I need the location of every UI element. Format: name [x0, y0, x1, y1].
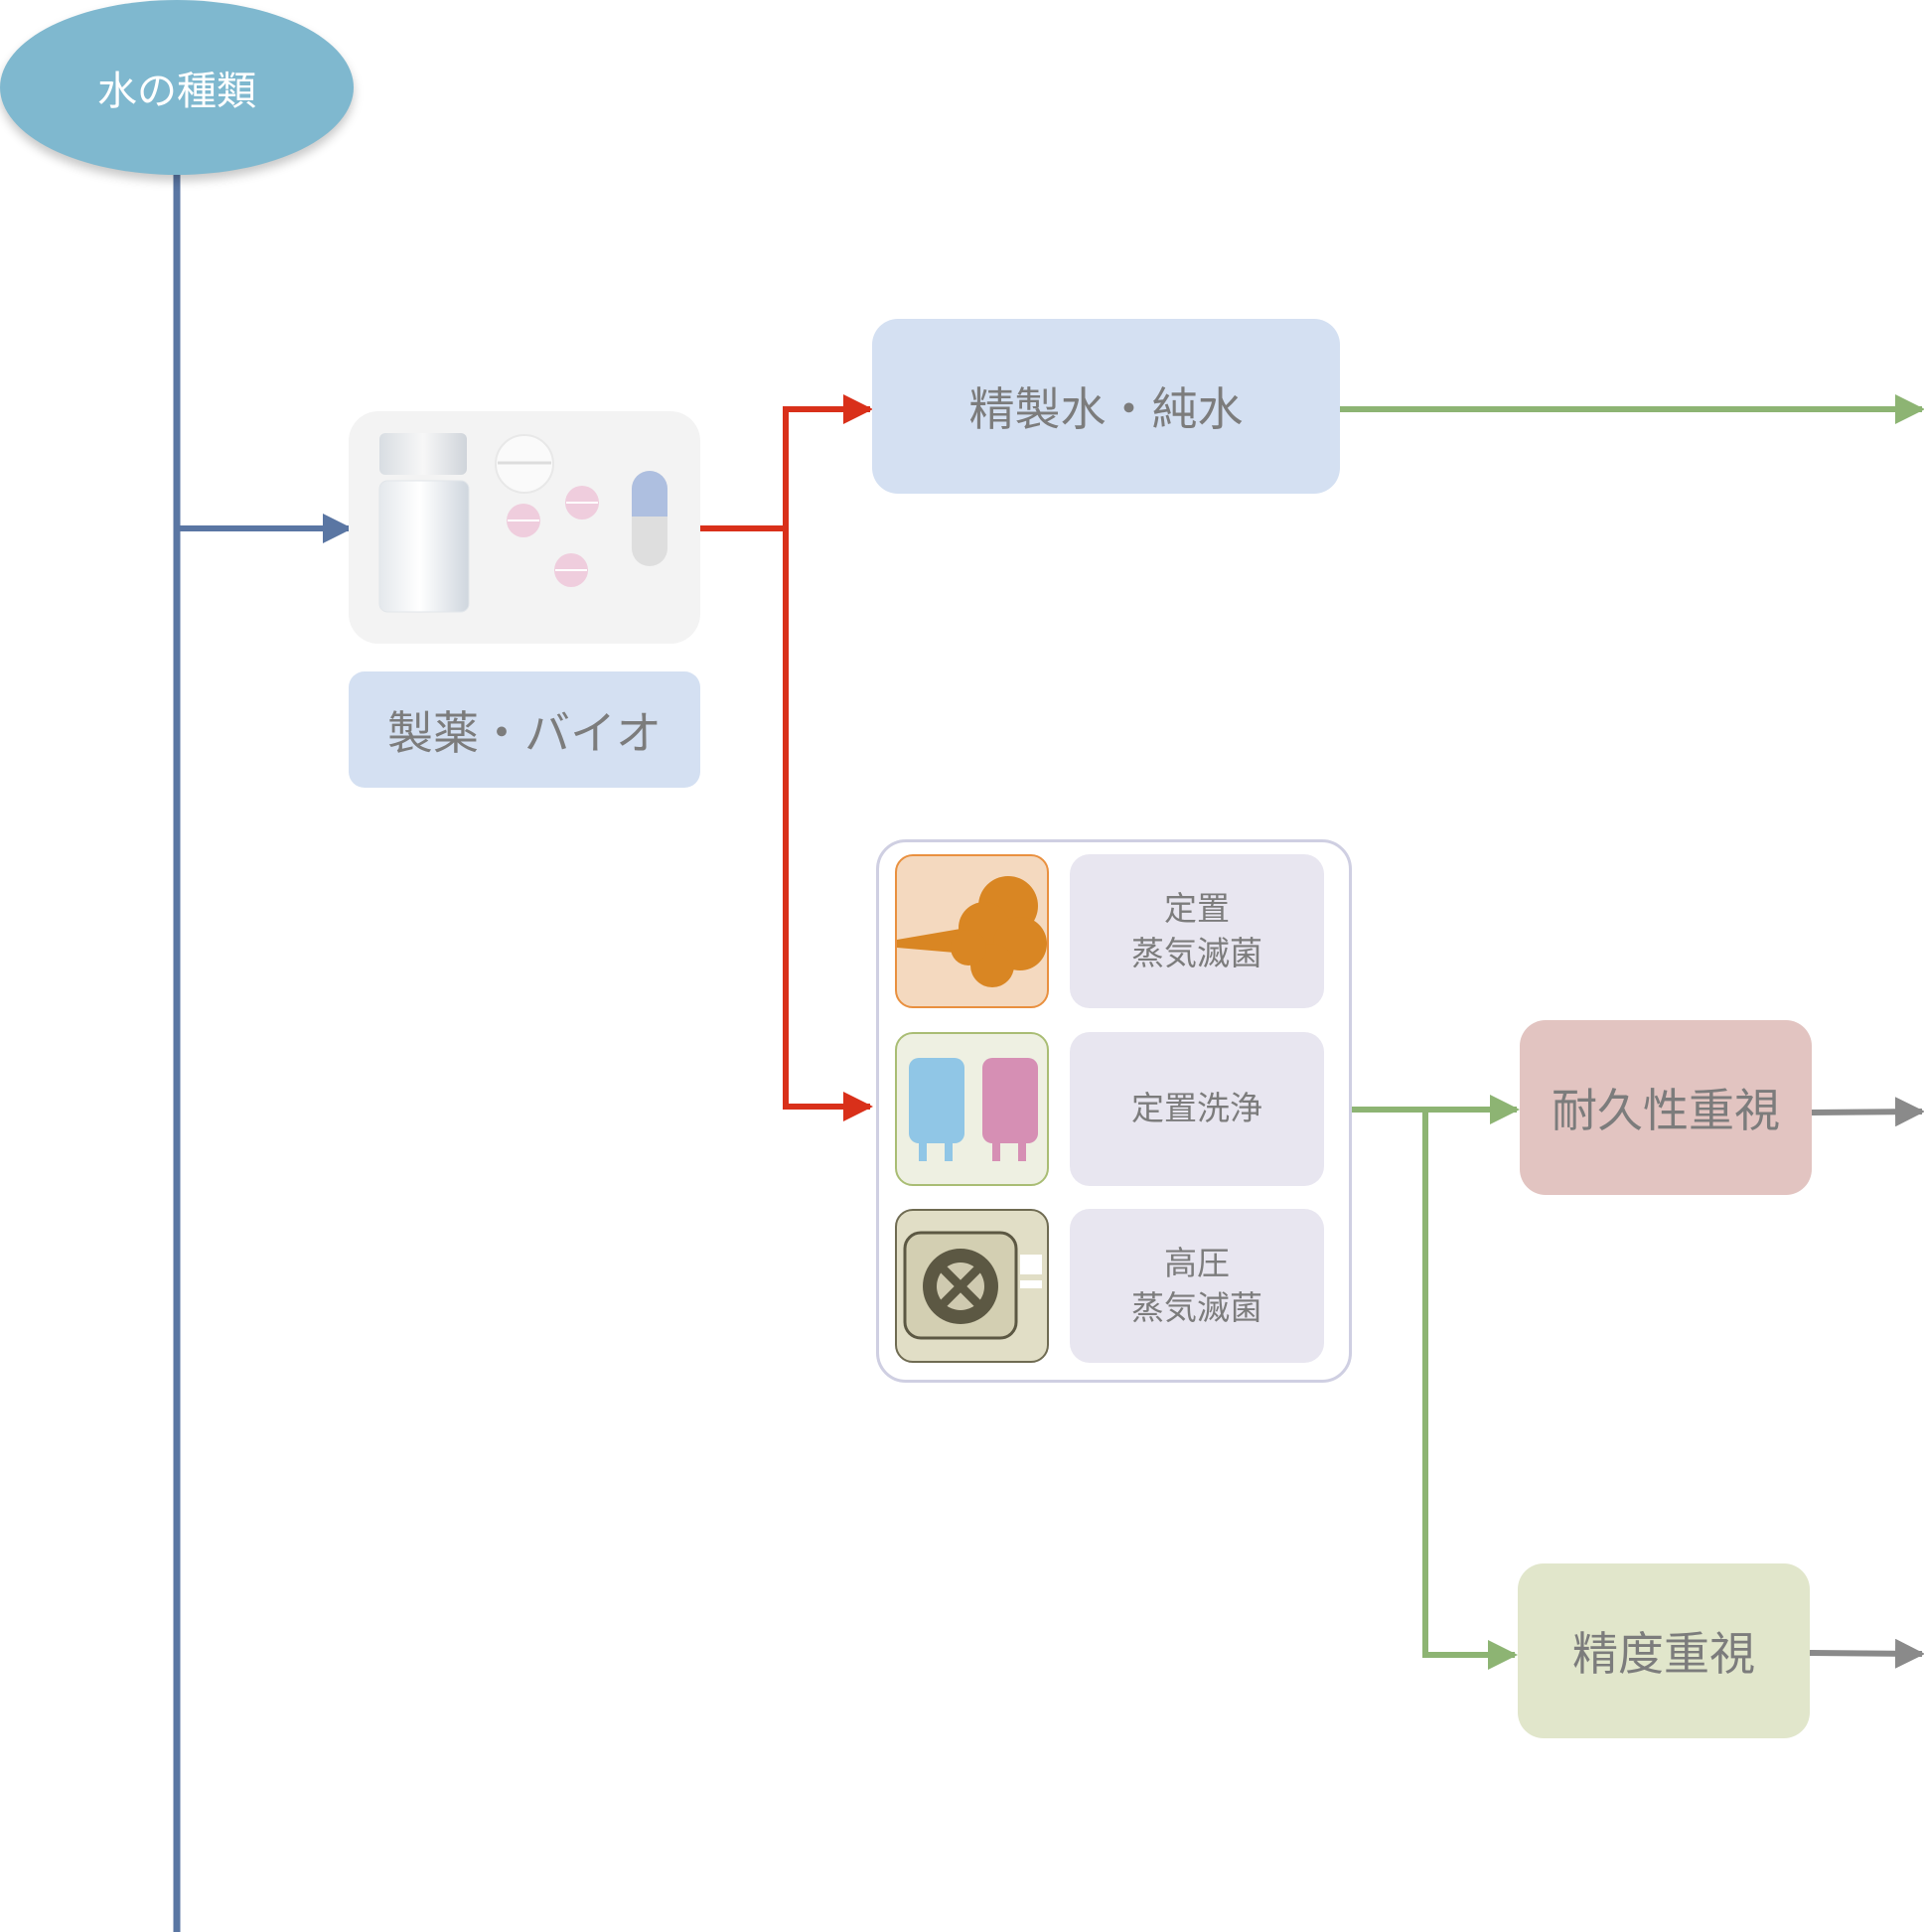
process-item-sip: 定置 蒸気滅菌	[1070, 854, 1324, 1008]
pure-water-node: 精製水・純水	[872, 319, 1340, 494]
durability-node: 耐久性重視	[1520, 1020, 1812, 1195]
root-node: 水の種類	[0, 0, 354, 175]
industry-label: 製薬・バイオ	[387, 705, 662, 760]
process-label-autoclave: 高圧 蒸気滅菌	[1131, 1243, 1262, 1327]
durability-label: 耐久性重視	[1552, 1084, 1780, 1137]
connector-precision-out	[1809, 1638, 1924, 1669]
pill-bottle-icon	[378, 433, 667, 613]
pharmaceutical-icon	[349, 411, 700, 644]
precision-node: 精度重視	[1518, 1563, 1810, 1738]
pure-water-label: 精製水・純水	[968, 382, 1244, 436]
connector-durability-out	[1811, 1097, 1924, 1127]
process-item-autoclave: 高圧 蒸気滅菌	[1070, 1209, 1324, 1363]
precision-label: 精度重視	[1572, 1627, 1755, 1681]
process-item-cip: 定置洗浄	[1070, 1032, 1324, 1186]
industry-label-box: 製薬・バイオ	[349, 671, 700, 788]
process-label-sip: 定置 蒸気滅菌	[1131, 888, 1262, 972]
process-label-cip: 定置洗浄	[1131, 1089, 1262, 1128]
cleaning-tanks-icon	[895, 1032, 1049, 1186]
root-label: 水の種類	[97, 69, 256, 114]
autoclave-icon	[895, 1209, 1049, 1363]
steam-icon	[895, 854, 1049, 1008]
